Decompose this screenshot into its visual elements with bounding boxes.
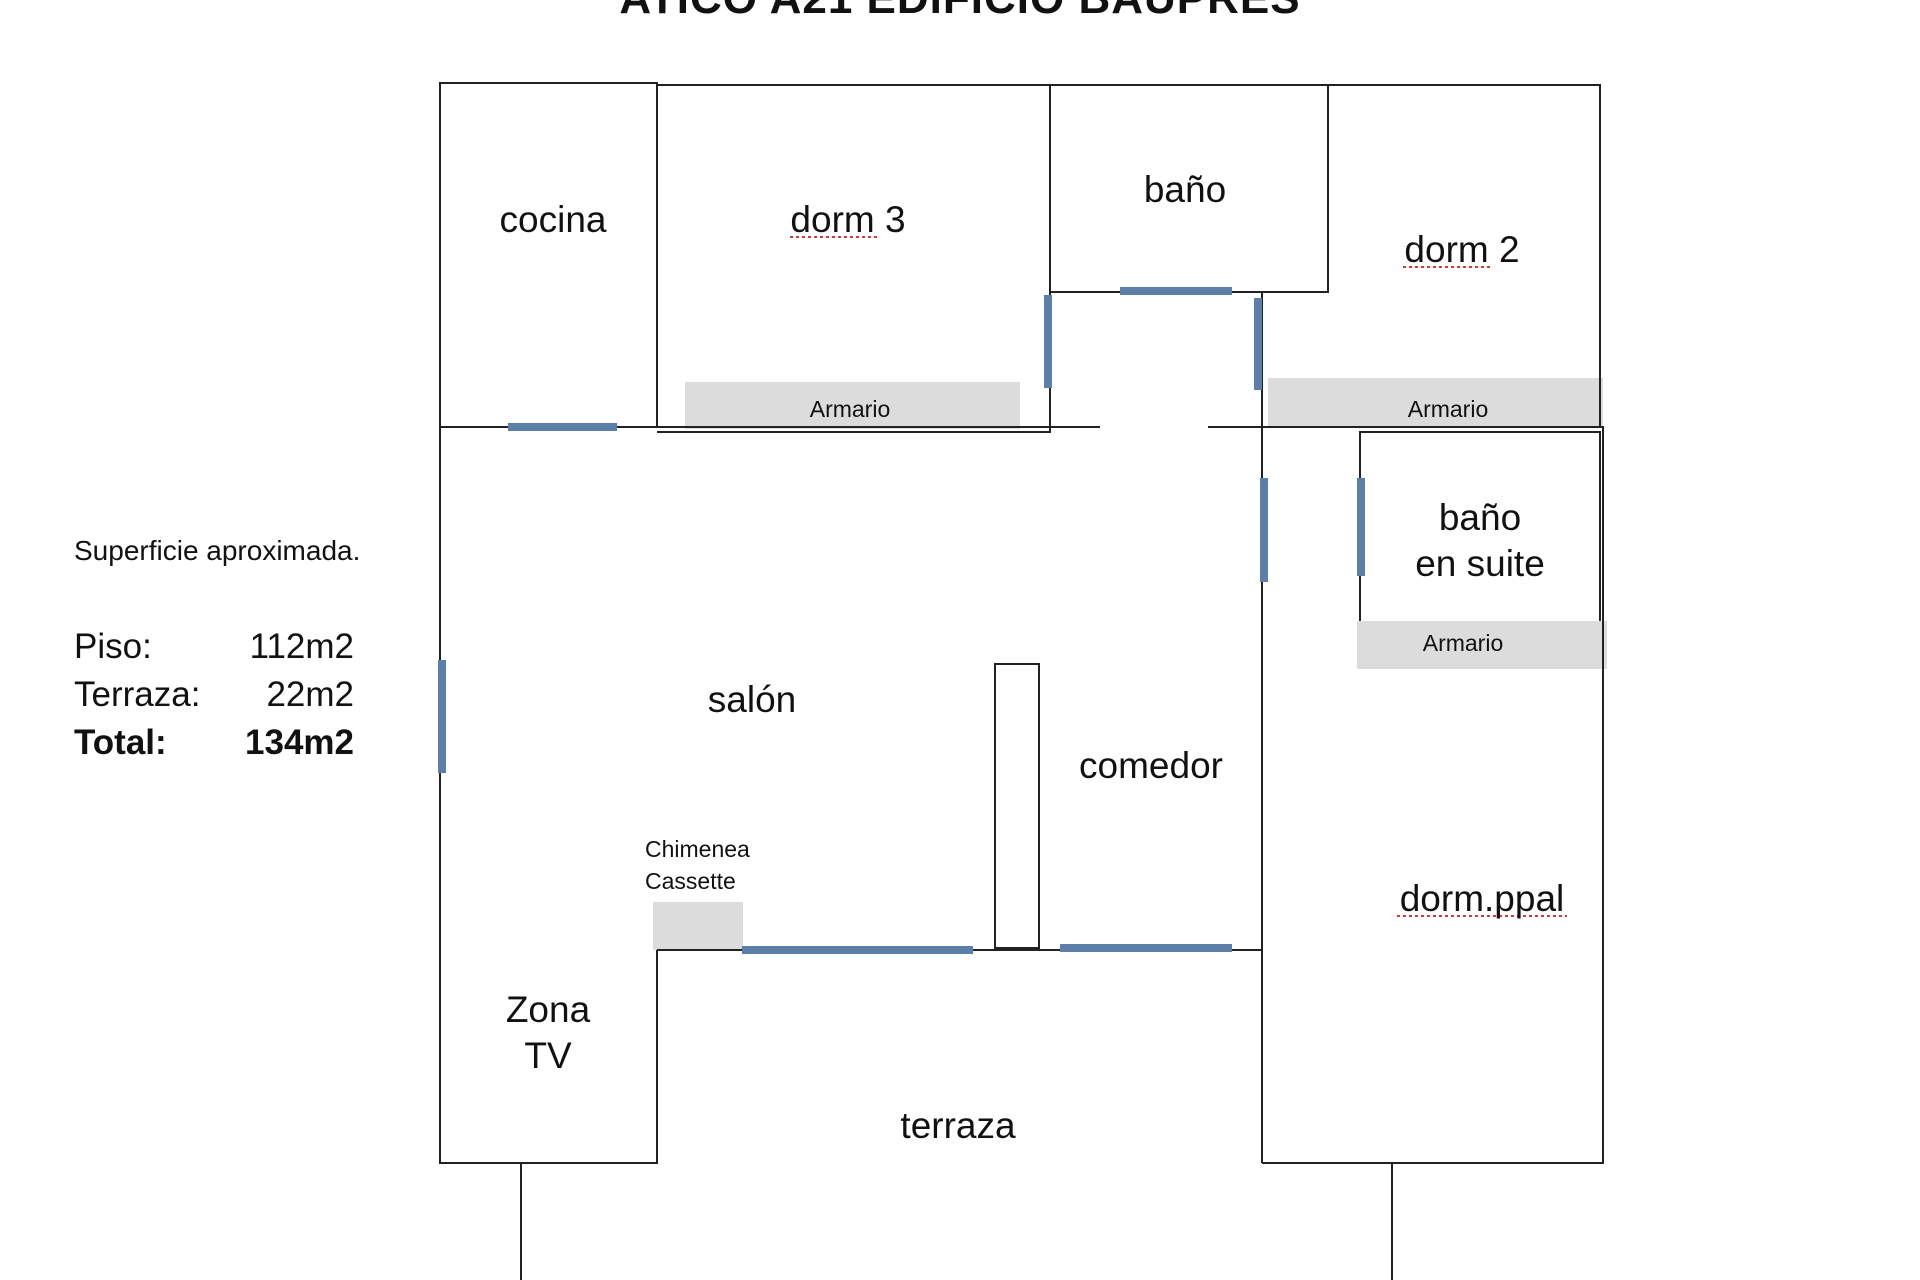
- closet-label: Armario: [1408, 396, 1489, 422]
- area-label: Terraza:: [74, 675, 201, 714]
- area-row-piso: Piso: 112m2: [74, 623, 360, 671]
- closet-dorm2: [1268, 378, 1603, 428]
- wall-dorm3-bottom: [657, 85, 1051, 433]
- room-label-bano-suite: baño: [1439, 497, 1521, 538]
- room-label-zona-tv: Zona: [506, 989, 591, 1030]
- area-value: 22m2: [266, 675, 354, 714]
- wall-column: [994, 663, 1040, 949]
- fireplace-block: [653, 902, 743, 950]
- room-label-comedor: comedor: [1079, 745, 1223, 786]
- room-label-terraza: terraza: [900, 1105, 1016, 1146]
- closet-dorm3: [685, 382, 1020, 429]
- room-label-bano: baño: [1144, 169, 1226, 210]
- fireplace-label: Chimenea: [645, 836, 750, 862]
- closet-label: Armario: [810, 396, 891, 422]
- room-label-bano-suite: en suite: [1415, 543, 1545, 584]
- area-row-terraza: Terraza: 22m2: [74, 671, 360, 719]
- room-label-zona-tv: TV: [524, 1035, 572, 1076]
- wall-ppal: [1262, 426, 1604, 1164]
- plan-title: ATICO A21 EDIFICIO BAUPRES: [0, 0, 1920, 24]
- room-label-dorm2: dorm 2: [1404, 229, 1519, 270]
- closet-suite: [1357, 621, 1607, 669]
- area-row-total: Total: 134m2: [74, 719, 360, 767]
- wall-dorm2: [1262, 84, 1601, 428]
- area-label: Piso:: [74, 627, 152, 666]
- area-label: Total:: [74, 723, 167, 762]
- area-value: 112m2: [249, 627, 354, 666]
- room-label-dorm3: dorm 3: [790, 199, 905, 240]
- room-label-salon: salón: [708, 679, 796, 720]
- area-summary: Superficie aproximada. Piso: 112m2 Terra…: [74, 535, 360, 767]
- room-label-cocina: cocina: [500, 199, 607, 240]
- fireplace-label: Cassette: [645, 868, 736, 894]
- wall-outer-top-left: [439, 82, 658, 950]
- closet-label: Armario: [1423, 630, 1504, 656]
- room-label-dorm-ppal: dorm.ppal: [1400, 878, 1565, 919]
- area-summary-heading: Superficie aproximada.: [74, 535, 361, 566]
- area-value: 134m2: [245, 723, 354, 762]
- doors: [438, 287, 1365, 954]
